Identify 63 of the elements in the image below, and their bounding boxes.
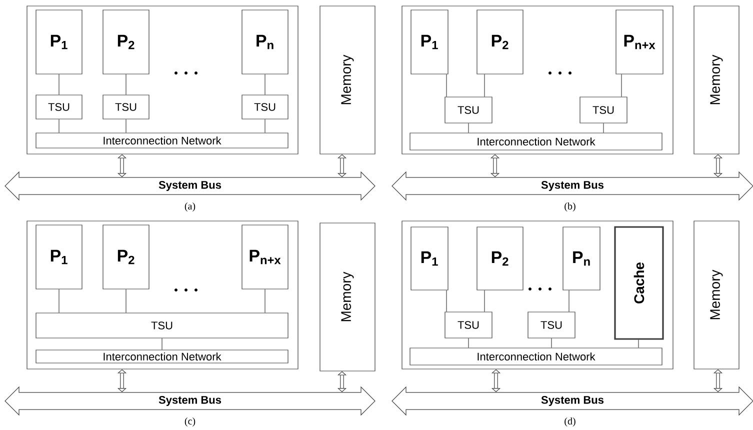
- tsu-box: TSU: [36, 94, 82, 120]
- processor-box: P$_{1}$: [36, 10, 82, 74]
- processor-box: P$_{1}$: [36, 224, 82, 290]
- memory-box: Memory: [694, 220, 740, 370]
- system-bus: System Bus: [4, 386, 376, 416]
- tsu-box: TSU: [580, 96, 628, 124]
- hollow-double-arrow: [490, 154, 500, 178]
- system-bus: System Bus: [392, 171, 753, 201]
- processor-box: P$_{n}$: [562, 226, 600, 290]
- connector-line: [484, 74, 485, 97]
- processor-box: P$_{1}$: [410, 226, 448, 290]
- processor-box: P$_{n+x}$: [242, 224, 288, 290]
- network-box: Interconnection Network: [36, 132, 288, 148]
- connector-line: [468, 338, 469, 348]
- network-box: Interconnection Network: [410, 348, 662, 366]
- tsu-box: TSU: [444, 312, 492, 338]
- processor-box: P$_{n}$: [242, 10, 288, 74]
- connector-line: [58, 289, 60, 313]
- hollow-double-arrow: [713, 369, 723, 392]
- hollow-double-arrow: [713, 154, 723, 178]
- processor-box: P$_{2}$: [102, 10, 150, 74]
- connector-line: [621, 74, 622, 97]
- connector-line: [468, 123, 469, 133]
- network-box: Interconnection Network: [36, 350, 288, 364]
- system-box: [26, 6, 298, 154]
- processor-box: P$_{1}$: [410, 10, 448, 74]
- connector-line: [638, 340, 639, 348]
- connector-line: [446, 290, 447, 312]
- hollow-double-arrow: [117, 154, 127, 178]
- processor-box: P$_{2}$: [102, 224, 150, 290]
- system-box: [402, 6, 674, 154]
- connector-line: [58, 74, 60, 95]
- system-box: [402, 220, 674, 370]
- connector-line: [58, 119, 60, 133]
- memory-box: Memory: [320, 222, 376, 372]
- connector-line: [264, 74, 266, 95]
- connector-line: [264, 119, 266, 133]
- subfigure-caption: (b): [564, 202, 576, 212]
- hollow-double-arrow: [337, 371, 347, 392]
- connector-line: [568, 290, 570, 312]
- connector-line: [484, 290, 485, 312]
- connector-line: [446, 74, 447, 97]
- tsu-box: TSU: [242, 94, 288, 120]
- connector-line: [603, 123, 604, 133]
- tsu-box: TSU: [444, 96, 492, 124]
- tsu-box: TSU: [528, 312, 576, 338]
- connector-line: [551, 338, 552, 348]
- hollow-double-arrow: [117, 369, 127, 392]
- tsu-box: TSU: [102, 94, 150, 120]
- memory-box: Memory: [320, 6, 376, 154]
- processor-box: P$_{n+x}$: [616, 10, 664, 74]
- system-bus: System Bus: [392, 386, 753, 416]
- processor-box: P$_{2}$: [476, 10, 524, 74]
- processor-box: P$_{2}$: [476, 226, 524, 290]
- connector-line: [264, 289, 266, 313]
- network-box: Interconnection Network: [410, 132, 662, 150]
- cache-box: Cache: [614, 226, 664, 340]
- tsu-box: TSU: [36, 312, 288, 338]
- hollow-double-arrow: [491, 369, 501, 392]
- hollow-double-arrow: [337, 154, 347, 178]
- system-bus: System Bus: [4, 171, 376, 201]
- memory-box: Memory: [694, 6, 740, 154]
- system-box: [26, 220, 298, 370]
